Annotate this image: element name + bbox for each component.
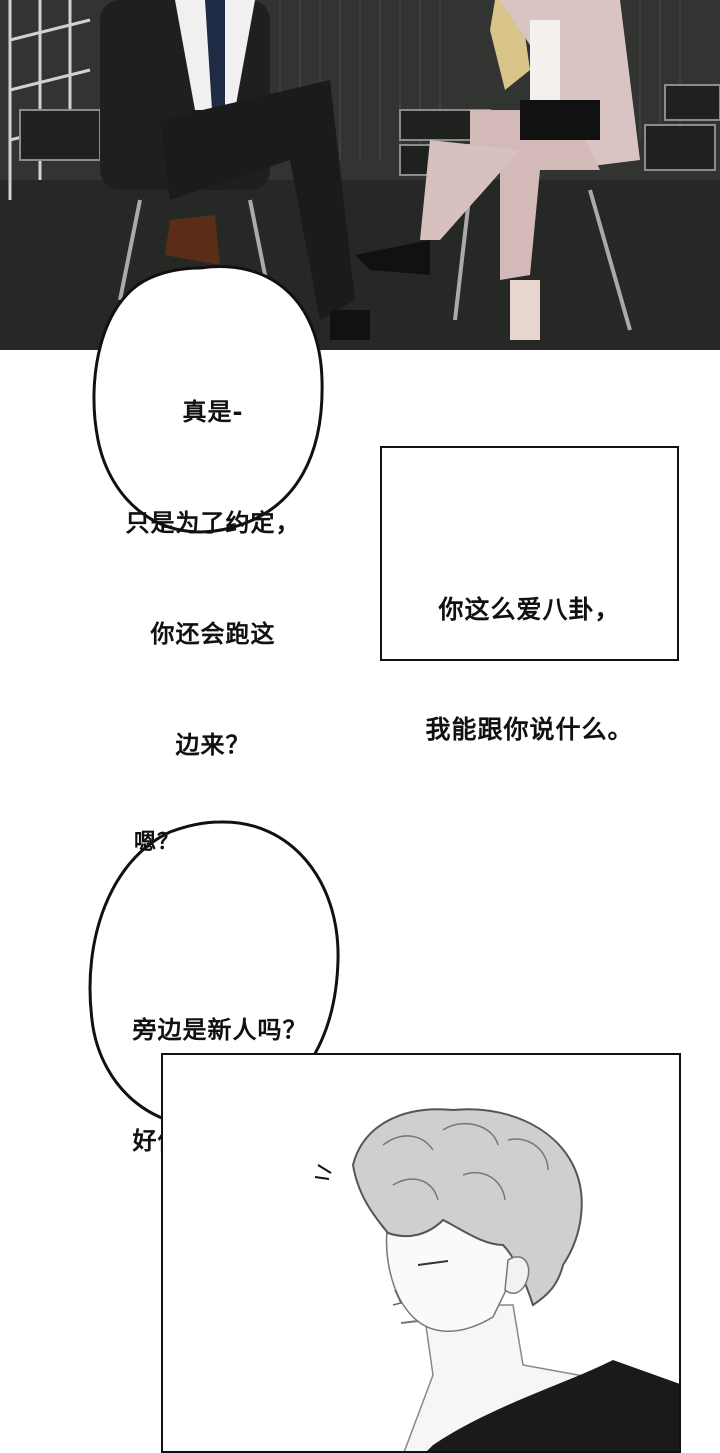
box-line-1: 你这么爱八卦， (438, 595, 621, 624)
scene-panel-curly-hair-man (161, 1053, 681, 1453)
curly-hair-man-illustration (163, 1055, 679, 1451)
bubble-1-line-4: 边来？ (175, 731, 251, 759)
bubble-1-line-2: 只是为了约定， (125, 509, 301, 537)
seated-characters-illustration (0, 0, 720, 350)
narration-box-text: 你这么爱八卦， 我能跟你说什么。 (382, 510, 677, 830)
bubble-2-line-1: 旁边是新人吗？ (132, 1016, 308, 1044)
bubble-1-line-3: 你还会跑这 (150, 620, 276, 648)
outside-text-hm: 嗯？ (134, 830, 181, 855)
scene-panel-seated-characters (0, 0, 720, 350)
speech-bubble-1-text: 真是- 只是为了约定， 你还会跑这 边来？ (108, 320, 318, 801)
box-line-2: 我能跟你说什么。 (425, 715, 634, 744)
narration-box: 你这么爱八卦， 我能跟你说什么。 (380, 446, 679, 744)
bubble-1-line-1: 真是- (182, 398, 244, 426)
